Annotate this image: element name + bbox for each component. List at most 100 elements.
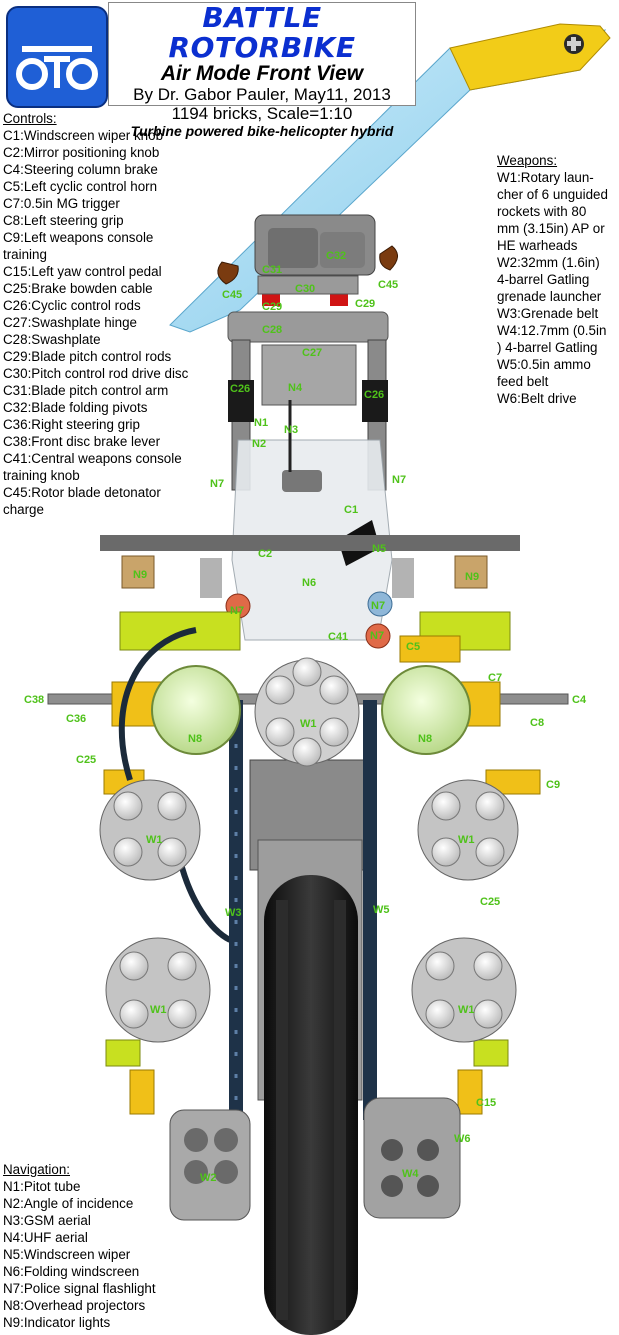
callout-c45-left: C45 <box>222 289 242 301</box>
callout-w1-center: W1 <box>300 718 317 730</box>
callout-c1: C1 <box>344 504 358 516</box>
controls-item: C31:Blade pitch control arm <box>3 383 169 398</box>
navigation-item: N9:Indicator lights <box>3 1315 111 1330</box>
callout-c27: C27 <box>302 347 322 359</box>
callout-labels: C32 C31 C45 C45 C30 C29 C29 C28 C27 C26 … <box>24 250 587 1184</box>
weapons-line: W2:32mm (1.6in) <box>497 255 600 270</box>
left-lower-rocket-pod <box>105 937 211 1043</box>
weapons-line: W1:Rotary laun- <box>497 170 594 185</box>
callout-c2: C2 <box>258 548 272 560</box>
navigation-legend: Navigation: N1:Pitot tube N2:Angle of in… <box>3 1161 156 1331</box>
controls-item: C15:Left yaw control pedal <box>3 264 162 279</box>
callout-c41: C41 <box>328 631 348 643</box>
cockpit <box>225 400 393 649</box>
controls-item: C30:Pitch control rod drive disc <box>3 366 189 381</box>
controls-item: C7:0.5in MG trigger <box>3 196 120 211</box>
callout-c26-right: C26 <box>364 389 384 401</box>
controls-item: C45:Rotor blade detonator <box>3 485 161 500</box>
callout-w3: W3 <box>225 907 242 919</box>
callout-n4: N4 <box>288 382 303 394</box>
page-title: BATTLE ROTORBIKE <box>168 1 356 64</box>
tagline: Turbine powered bike-helicopter hybrid <box>130 123 394 139</box>
callout-n3: N3 <box>284 424 298 436</box>
callout-w1-upper-right: W1 <box>458 834 475 846</box>
callout-c28: C28 <box>262 324 282 336</box>
swashplate-column <box>227 311 389 491</box>
callout-c15: C15 <box>476 1097 496 1109</box>
callout-w6: W6 <box>454 1133 471 1145</box>
callout-c25-left: C25 <box>76 754 96 766</box>
controls-item: C38:Front disc brake lever <box>3 434 161 449</box>
title-block: BATTLE ROTORBIKE Air Mode Front View By … <box>108 1 416 139</box>
callout-c32: C32 <box>326 250 346 262</box>
controls-item: C8:Left steering grip <box>3 213 124 228</box>
central-rocket-pod <box>254 657 360 767</box>
callout-c7: C7 <box>488 672 502 684</box>
callout-c38: C38 <box>24 694 44 706</box>
callout-n7-mid-left: N7 <box>230 605 244 617</box>
weapons-line: cher of 6 unguided <box>497 187 608 202</box>
callout-n8-right: N8 <box>418 733 432 745</box>
oto-logo-icon <box>6 6 108 108</box>
oto-logo-glyph <box>16 46 98 90</box>
controls-item: C32:Blade folding pivots <box>3 400 148 415</box>
controls-heading: Controls: <box>3 111 57 126</box>
weapons-line: rockets with 80 <box>497 204 587 219</box>
callout-c36: C36 <box>66 713 86 725</box>
weapons-heading: Weapons: <box>497 153 558 168</box>
callout-n9-left: N9 <box>133 569 147 581</box>
front-tire <box>264 875 358 1335</box>
callout-n9-right: N9 <box>465 571 479 583</box>
right-lower-rocket-pod <box>411 937 517 1043</box>
weapons-line: HE warheads <box>497 238 578 253</box>
controls-legend: Controls: C1:Windscreen wiper knob C2:Mi… <box>3 110 188 518</box>
callout-c29-right: C29 <box>355 298 375 310</box>
weapons-line: grenade launcher <box>497 289 602 304</box>
callout-n6: N6 <box>302 577 316 589</box>
callout-c31: C31 <box>262 264 282 276</box>
controls-item: C27:Swashplate hinge <box>3 315 137 330</box>
controls-item: C2:Mirror positioning knob <box>3 145 160 160</box>
left-upper-rocket-pod <box>99 779 201 881</box>
bricks-line: 1194 bricks, Scale=1:10 <box>171 104 353 123</box>
controls-item: C5:Left cyclic control horn <box>3 179 158 194</box>
callout-w2: W2 <box>200 1172 217 1184</box>
weapons-line: W6:Belt drive <box>497 391 577 406</box>
gatling-gun <box>363 1097 461 1219</box>
grenade-launcher <box>169 1109 251 1221</box>
callout-c9: C9 <box>546 779 560 791</box>
navigation-item: N2:Angle of incidence <box>3 1196 134 1211</box>
left-projector <box>151 665 241 755</box>
weapons-line: W4:12.7mm (0.5in <box>497 323 607 338</box>
navigation-item: N8:Overhead projectors <box>3 1298 146 1313</box>
weapons-line: mm (3.15in) AP or <box>497 221 605 236</box>
weapons-line: 4-barrel Gatling <box>497 272 590 287</box>
controls-item: training <box>3 247 47 262</box>
navigation-item: N7:Police signal flashlight <box>3 1281 156 1296</box>
callout-n8-left: N8 <box>188 733 202 745</box>
callout-c29-left: C29 <box>262 301 282 313</box>
right-upper-rocket-pod <box>417 779 519 881</box>
callout-w1-lower-right: W1 <box>458 1004 475 1016</box>
callout-c25-right: C25 <box>480 896 500 908</box>
weapons-line: W3:Grenade belt <box>497 306 599 321</box>
callout-n7-mid-right: N7 <box>371 600 385 612</box>
navigation-item: N1:Pitot tube <box>3 1179 81 1194</box>
callout-w4: W4 <box>402 1168 419 1180</box>
weapons-line: W5:0.5in ammo <box>497 357 591 372</box>
callout-n7-low-right: N7 <box>370 630 384 642</box>
callout-w5: W5 <box>373 904 390 916</box>
navigation-item: N5:Windscreen wiper <box>3 1247 131 1262</box>
navigation-heading: Navigation: <box>3 1162 70 1177</box>
callout-c26-left: C26 <box>230 383 250 395</box>
callout-c8: C8 <box>530 717 544 729</box>
callout-n7-top-left: N7 <box>210 478 224 490</box>
weapons-legend: Weapons: W1:Rotary laun- cher of 6 ungui… <box>497 152 608 407</box>
weapons-line: ) 4-barrel Gatling <box>497 340 598 355</box>
controls-item: C9:Left weapons console <box>3 230 154 245</box>
controls-item: C25:Brake bowden cable <box>3 281 153 296</box>
controls-item: C28:Swashplate <box>3 332 101 347</box>
controls-item: C36:Right steering grip <box>3 417 140 432</box>
callout-n7-top-right: N7 <box>392 474 406 486</box>
